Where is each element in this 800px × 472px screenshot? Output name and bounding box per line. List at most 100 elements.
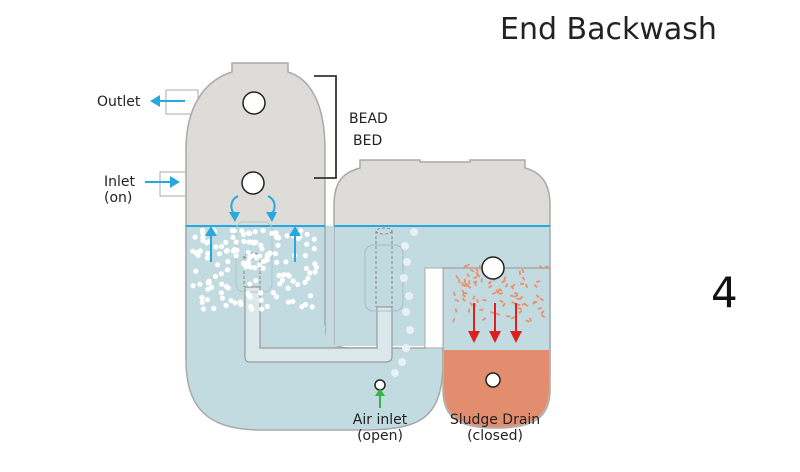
air-bubble	[402, 308, 410, 316]
sludge-particle	[463, 278, 467, 284]
bead-bed-bracket	[314, 75, 337, 179]
bead	[308, 293, 314, 299]
bead	[223, 239, 229, 245]
bead	[225, 258, 231, 265]
sludge-particle	[458, 279, 461, 284]
sludge-particle	[464, 282, 467, 287]
sludge-particle	[499, 299, 504, 304]
bead	[245, 259, 251, 265]
bead	[192, 234, 198, 240]
bead	[190, 283, 196, 289]
sludge-particle	[488, 284, 493, 289]
sludge-particle	[495, 312, 501, 316]
bead	[309, 304, 315, 310]
bead	[312, 269, 318, 275]
air-bubble	[406, 326, 414, 334]
bead	[197, 281, 203, 287]
sludge-particle	[504, 283, 509, 288]
bead	[233, 239, 239, 245]
bead	[252, 265, 258, 271]
bead	[193, 250, 200, 256]
air-bubble	[405, 292, 413, 300]
bead	[312, 261, 318, 267]
sludge-particle	[506, 315, 511, 318]
sludge-particle	[510, 285, 515, 290]
air-inlet-label-line2: (open)	[357, 428, 403, 444]
air-bubble	[402, 344, 410, 352]
bead	[216, 251, 223, 257]
bead	[285, 285, 291, 291]
bead	[276, 272, 282, 278]
sludge-layer	[444, 350, 549, 427]
bead	[275, 242, 281, 248]
bead	[218, 290, 224, 296]
sludge-particle	[533, 283, 538, 288]
bead	[233, 253, 239, 259]
bead	[206, 278, 212, 284]
sludge-particle	[528, 317, 532, 322]
sludge-drain-label-line2: (closed)	[467, 428, 523, 444]
sludge-particle	[503, 276, 507, 281]
sludge-particle	[479, 308, 484, 311]
sludge-particle	[461, 297, 466, 302]
sludge-particle	[501, 279, 506, 284]
flow-curve-right-icon	[266, 195, 277, 222]
bead	[232, 246, 238, 252]
sludge-drain-label-line1: Sludge Drain	[449, 412, 541, 428]
sludge-particle	[490, 311, 495, 315]
sludge-particle	[514, 292, 519, 295]
bead	[302, 302, 309, 308]
bead	[264, 303, 270, 309]
sludge-particle	[539, 297, 545, 302]
sludge-particle	[466, 273, 470, 278]
backwash-up-arrow-right-icon	[289, 226, 301, 262]
settling-tank	[333, 159, 551, 227]
bead	[224, 248, 230, 254]
sludge-drain-port	[485, 372, 501, 388]
bead	[305, 275, 311, 281]
bead	[241, 238, 247, 244]
inlet-label-line1: Inlet	[104, 174, 135, 190]
settling-port	[481, 256, 505, 280]
bead	[304, 231, 310, 237]
bead	[252, 229, 258, 235]
bead	[267, 250, 273, 256]
bead	[200, 306, 206, 312]
sludge-particle	[536, 280, 541, 284]
bead	[290, 298, 296, 304]
sludge-particle	[470, 268, 475, 273]
bead	[260, 228, 266, 234]
inlet-label-line2: (on)	[104, 190, 133, 206]
sludge-particle	[498, 288, 503, 293]
air-bubble	[410, 228, 418, 236]
step-number: 4	[711, 268, 738, 317]
bead-bed-label-line2: BED	[353, 133, 383, 149]
bead	[276, 235, 282, 241]
sludge-particle	[535, 294, 540, 299]
bead	[277, 281, 283, 287]
sludge-particle	[525, 283, 529, 289]
backwash-up-arrow-left-icon	[205, 226, 217, 262]
air-bubble	[391, 369, 399, 377]
sludge-particle	[518, 270, 522, 275]
sludge-particle	[521, 276, 526, 281]
air-bubbles	[391, 228, 418, 377]
bead	[264, 257, 270, 263]
sludge-particle	[521, 302, 527, 306]
sludge-particle	[482, 298, 487, 302]
sludge-particle	[510, 294, 515, 298]
air-inlet-label: Air inlet (open)	[345, 412, 415, 444]
bead	[295, 281, 301, 287]
sludge-particle	[521, 268, 525, 274]
bead	[200, 229, 206, 235]
bead	[249, 306, 255, 312]
sludge-particle	[520, 282, 525, 285]
bead	[200, 233, 206, 239]
sludge-particle	[473, 280, 478, 284]
bead	[270, 290, 276, 296]
bead	[219, 295, 226, 301]
sludge-particle	[501, 302, 506, 308]
sludge-particle	[511, 300, 516, 305]
bead	[228, 297, 234, 304]
